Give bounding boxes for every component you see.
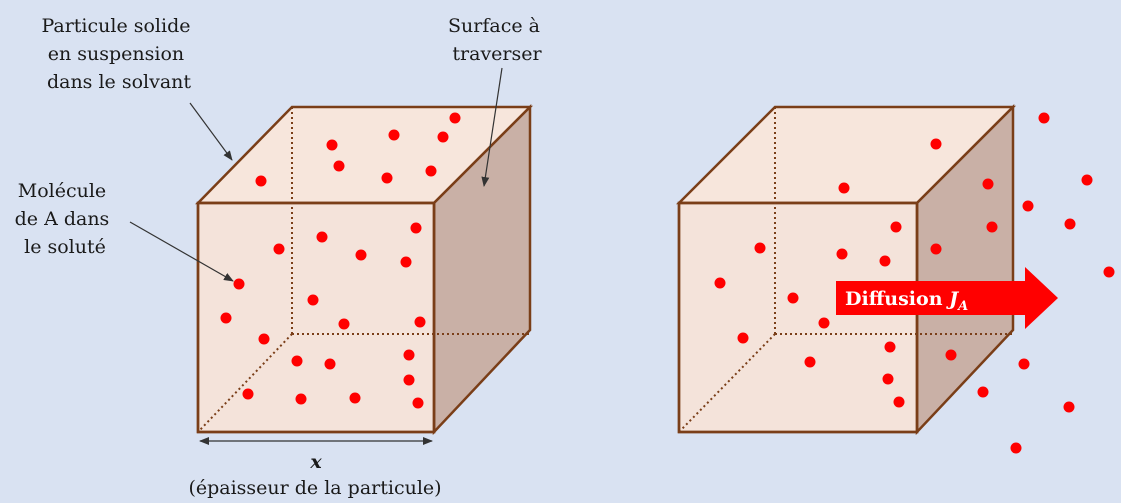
thickness-symbol: x — [309, 451, 322, 473]
molecule-dot — [333, 160, 345, 172]
molecule-dot — [258, 333, 270, 345]
molecule-dot — [412, 397, 424, 409]
molecule-dot — [930, 243, 942, 255]
molecule-dot — [986, 221, 998, 233]
molecule-dot — [1010, 442, 1022, 454]
left-molecules — [220, 112, 461, 409]
molecule-dot — [295, 393, 307, 405]
molecule-dot — [1103, 266, 1115, 278]
particle-pointer-line — [189, 102, 233, 161]
molecule-dot — [242, 388, 254, 400]
molecule-pointer-line — [129, 221, 234, 282]
thickness-caption: (épaisseur de la particule) — [188, 477, 441, 499]
molecule-dot — [291, 355, 303, 367]
left-cube — [195, 103, 534, 436]
molecule-dot — [838, 182, 850, 194]
molecule-dot — [326, 139, 338, 151]
molecule-dot — [737, 332, 749, 344]
molecule-dot — [403, 374, 415, 386]
diffusion-label: Diffusion JA — [845, 288, 968, 314]
molecule-dot — [349, 392, 361, 404]
molecule-dot — [1064, 218, 1076, 230]
molecule-dot — [714, 277, 726, 289]
molecule-dot — [836, 248, 848, 260]
molecule-label: Molécule de A dans le soluté — [15, 180, 116, 258]
molecule-dot — [982, 178, 994, 190]
molecule-dot — [1018, 358, 1030, 370]
surface-pointer-line — [481, 67, 503, 187]
molecule-dot — [220, 312, 232, 324]
molecule-dot — [1022, 200, 1034, 212]
molecule-dot — [381, 172, 393, 184]
right-molecules — [714, 112, 1115, 454]
molecule-dot — [410, 222, 422, 234]
molecule-dot — [893, 396, 905, 408]
molecule-dot — [449, 112, 461, 124]
molecule-dot — [355, 249, 367, 261]
molecule-dot — [437, 131, 449, 143]
molecule-dot — [787, 292, 799, 304]
molecule-dot — [324, 358, 336, 370]
molecule-dot — [890, 221, 902, 233]
diffusion-arrow-shape — [836, 267, 1058, 329]
molecule-dot — [930, 138, 942, 150]
molecule-dot — [945, 349, 957, 361]
right-cube — [675, 103, 1017, 436]
left-cube-front-face — [196, 201, 436, 434]
molecule-dot — [316, 231, 328, 243]
diffusion-arrow: Diffusion JA — [836, 267, 1058, 329]
molecule-dot — [273, 243, 285, 255]
molecule-dot — [879, 255, 891, 267]
particle-label: Particule solide en suspension dans le s… — [41, 15, 196, 93]
right-cube-front-face — [677, 201, 919, 434]
molecule-dot — [338, 318, 350, 330]
molecule-dot — [414, 316, 426, 328]
molecule-dot — [233, 278, 245, 290]
surface-label: Surface à traverser — [448, 15, 546, 65]
molecule-dot — [403, 349, 415, 361]
molecule-dot — [977, 386, 989, 398]
molecule-dot — [307, 294, 319, 306]
molecule-dot — [804, 356, 816, 368]
molecule-dot — [884, 341, 896, 353]
molecule-dot — [1063, 401, 1075, 413]
molecule-dot — [1038, 112, 1050, 124]
molecule-dot — [1081, 174, 1093, 186]
molecule-dot — [425, 165, 437, 177]
molecule-dot — [818, 317, 830, 329]
molecule-dot — [882, 373, 894, 385]
molecule-dot — [388, 129, 400, 141]
molecule-dot — [754, 242, 766, 254]
molecule-dot — [255, 175, 267, 187]
molecule-dot — [400, 256, 412, 268]
